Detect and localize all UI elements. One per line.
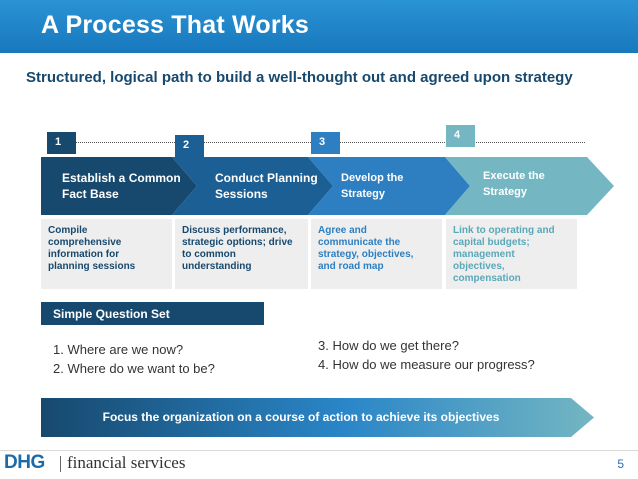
step-3-label-line1: Develop the [341, 172, 404, 184]
desc-line: information for [48, 249, 120, 260]
page-title: A Process That Works [41, 11, 309, 39]
desc-line: objectives, [453, 261, 505, 272]
step-1-label-line2: Fact Base [62, 187, 119, 201]
page-number: 5 [617, 457, 624, 471]
desc-line: comprehensive [48, 237, 122, 248]
desc-line: Link to operating and [453, 225, 555, 236]
step-4-label: Execute the Strategy [483, 168, 583, 200]
step-number-1: 1 [47, 132, 76, 154]
step-1-label: Establish a Common Fact Base [62, 170, 187, 202]
chevron-step-1 [41, 157, 197, 215]
desc-line: to common [182, 249, 236, 260]
title-bar: A Process That Works [0, 0, 638, 53]
focus-banner-arrow [41, 398, 594, 437]
question-item: 2. Where do we want to be? [53, 361, 215, 376]
step-4-description: Link to operating and capital budgets; m… [446, 219, 577, 289]
desc-line: strategy, objectives, [318, 249, 414, 260]
desc-line: understanding [182, 261, 252, 272]
desc-line: and road map [318, 261, 384, 272]
desc-line: compensation [453, 273, 521, 284]
question-list-left: 1. Where are we now? 2. Where do we want… [53, 340, 215, 378]
question-list-right: 3. How do we get there? 4. How do we mea… [318, 336, 535, 374]
step-1-label-line1: Establish a Common [62, 171, 181, 185]
dhg-logo: DHG [4, 452, 45, 473]
desc-line: Discuss performance, [182, 225, 287, 236]
question-item: 4. How do we measure our progress? [318, 357, 535, 372]
chevron-step-2 [172, 157, 333, 215]
logo-separator [60, 456, 61, 472]
chevron-step-4 [445, 157, 614, 215]
desc-line: strategic options; drive [182, 237, 293, 248]
desc-line: planning sessions [48, 261, 136, 272]
chevron-step-3 [308, 157, 470, 215]
step-3-label: Develop the Strategy [341, 170, 451, 202]
step-3-description: Agree and communicate the strategy, obje… [311, 219, 442, 289]
desc-line: Compile [48, 225, 88, 236]
step-number-3: 3 [311, 132, 340, 154]
step-1-description: Compile comprehensive information for pl… [41, 219, 172, 289]
desc-line: Agree and [318, 225, 367, 236]
step-number-4: 4 [446, 125, 475, 147]
step-4-label-line2: Strategy [483, 186, 528, 198]
question-item: 1. Where are we now? [53, 342, 184, 357]
question-set-header: Simple Question Set [41, 302, 264, 325]
step-2-label-line1: Conduct Planning [215, 171, 318, 185]
footer-divider [0, 450, 638, 451]
desc-line: capital budgets; [453, 237, 530, 248]
subtitle: Structured, logical path to build a well… [26, 69, 573, 86]
question-item: 3. How do we get there? [318, 338, 459, 353]
focus-banner-text: Focus the organization on a course of ac… [102, 410, 500, 424]
step-2-label-line2: Sessions [215, 187, 268, 201]
step-2-label: Conduct Planning Sessions [215, 170, 330, 202]
step-number-2: 2 [175, 135, 204, 157]
desc-line: communicate the [318, 237, 401, 248]
step-3-label-line2: Strategy [341, 188, 386, 200]
logo-text: financial services [67, 453, 186, 472]
step-4-label-line1: Execute the [483, 170, 545, 182]
step-2-description: Discuss performance, strategic options; … [175, 219, 308, 289]
desc-line: management [453, 249, 515, 260]
